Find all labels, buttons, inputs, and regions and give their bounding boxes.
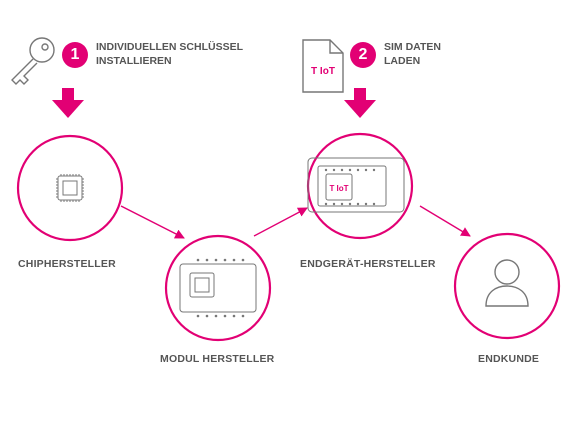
- step-1-badge: 1: [62, 42, 88, 68]
- key-icon: [11, 37, 55, 85]
- down-arrow-1: [52, 88, 84, 118]
- node-circle-chiphersteller: [16, 134, 124, 242]
- node-circle-modul: [164, 234, 272, 342]
- arrow-modul-to-endgeraet: [253, 207, 308, 237]
- chip-icon: [56, 174, 84, 202]
- node-label-endgeraet-hersteller: ENDGERÄT-HERSTELLER: [300, 258, 436, 270]
- node-label-modul-hersteller: MODUL HERSTELLER: [160, 353, 275, 365]
- step-1-text: INDIVIDUELLEN SCHLÜSSEL INSTALLIEREN: [96, 40, 243, 68]
- sim-card-text: T IoT: [311, 66, 335, 77]
- sim-document-icon: T IoT: [302, 39, 344, 93]
- user-icon: [485, 259, 529, 307]
- step-2-text: SIM DATEN LADEN: [384, 40, 441, 68]
- device-icon: T IoT: [307, 157, 405, 213]
- chip-label-text: T IoT: [329, 184, 348, 193]
- step-2-text-line2: LADEN: [384, 55, 421, 67]
- node-label-endkunde: ENDKUNDE: [478, 353, 540, 365]
- arrow-chip-to-modul: [120, 205, 185, 239]
- arrow-endgeraet-to-endkunde: [419, 205, 471, 237]
- module-icon: [179, 258, 257, 318]
- step-1-text-line2: INSTALLIEREN: [96, 55, 172, 67]
- step-2-badge: 2: [350, 42, 376, 68]
- node-label-chiphersteller: CHIPHERSTELLER: [18, 258, 116, 270]
- node-circle-endgeraet: [306, 132, 414, 240]
- node-circle-endkunde: [453, 232, 561, 340]
- step-1-text-line1: INDIVIDUELLEN SCHLÜSSEL: [96, 41, 244, 53]
- down-arrow-2: [344, 88, 376, 118]
- step-2-text-line1: SIM DATEN: [384, 41, 441, 53]
